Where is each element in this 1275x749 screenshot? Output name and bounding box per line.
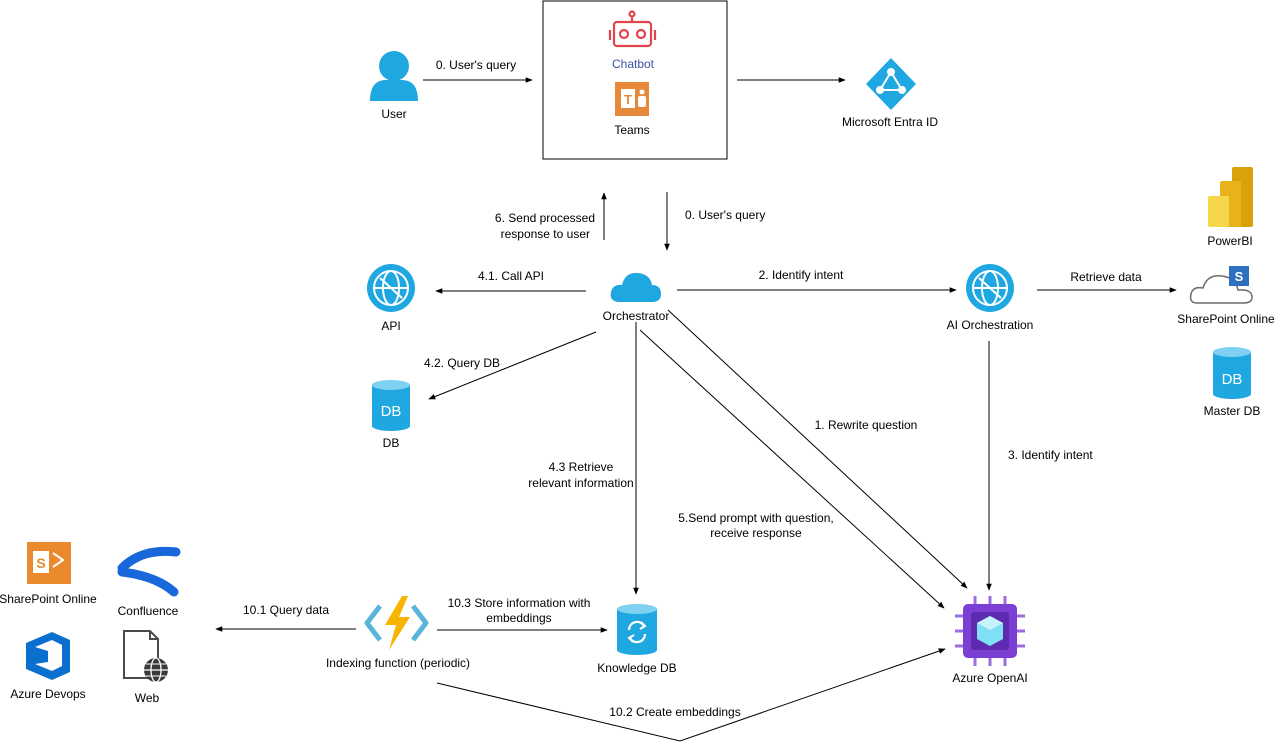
user-icon [370,51,418,101]
sharepoint-icon: S [27,542,71,584]
azure-devops-node: Azure Devops [10,632,86,701]
indexing-node: Indexing function (periodic) [326,596,470,670]
edge-indexing-to-openai [436,648,946,742]
cloud-icon [610,272,661,302]
edge-send-prompt [639,329,945,609]
svg-text:S: S [36,555,45,571]
api-node: API [367,264,415,333]
powerbi-label: PowerBI [1207,234,1252,248]
master-db-label: Master DB [1204,404,1261,418]
api-label: API [381,319,400,333]
azure-openai-chip-icon [955,596,1025,666]
ai-orchestration-label: AI Orchestration [947,318,1034,332]
confluence-label: Confluence [118,604,179,618]
teams-label: Teams [614,123,649,137]
sharepoint-cloud-icon: S [1189,266,1253,304]
svg-text:S: S [1235,269,1244,284]
edge-label-query-db: 4.2. Query DB [424,356,500,370]
globe-icon [367,264,415,312]
knowledge-db-node: Knowledge DB [597,604,677,675]
sharepoint-left-node: S SharePoint Online [0,542,97,606]
edge-label-store-info-1: 10.3 Store information with [448,596,591,610]
sharepoint-left-label: SharePoint Online [0,592,97,606]
edge-label-send-prompt-1: 5.Send prompt with question, [678,511,833,525]
edge-label-call-api: 4.1. Call API [478,269,544,283]
teams-node: T Teams [614,82,650,137]
knowledge-db-label: Knowledge DB [597,661,676,675]
globe-icon [966,264,1014,312]
db-node: DB DB [372,380,410,450]
sharepoint-right-label: SharePoint Online [1177,312,1275,326]
db-icon-text: DB [381,403,402,420]
orchestrator-node: Orchestrator [603,272,670,323]
azure-functions-icon [364,596,429,650]
database-icon: DB [372,380,410,431]
powerbi-node: PowerBI [1207,167,1253,248]
edge-label-identify-intent-openai: 3. Identify intent [1008,448,1093,462]
edge-label-send-processed-1: 6. Send processed [495,211,595,225]
edge-label-identify-intent: 2. Identify intent [759,268,844,282]
web-page-icon [123,630,168,683]
entra-label: Microsoft Entra ID [842,115,938,129]
entra-id-icon [866,58,916,110]
edge-label-query-data: 10.1 Query data [243,603,329,617]
edge-label-user-query-orchestrator: 0. User's query [685,208,765,222]
azure-devops-label: Azure Devops [10,687,85,701]
edge-label-rewrite-question: 1. Rewrite question [815,418,918,432]
powerbi-icon [1208,167,1253,227]
database-icon: DB [1213,347,1251,399]
azure-devops-icon [26,632,70,680]
user-label: User [381,107,406,121]
indexing-label: Indexing function (periodic) [326,656,470,670]
edge-rewrite-question [667,309,968,589]
confluence-node: Confluence [117,546,181,618]
chatbot-label: Chatbot [612,57,655,71]
edge-labels: 0. User's query 0. User's query 6. Send … [243,58,1142,719]
entra-node: Microsoft Entra ID [842,58,938,129]
edge-label-send-prompt-2: receive response [710,526,802,540]
edge-orchestrator-to-db [428,331,597,400]
sharepoint-right-node: S SharePoint Online [1177,266,1275,326]
chatbot-node: Chatbot [608,10,657,71]
confluence-icon [117,546,181,597]
edge-label-retrieve-info-1: 4.3 Retrieve [549,460,614,474]
edge-label-user-query: 0. User's query [436,58,516,72]
web-node: Web [123,630,168,705]
knowledge-database-icon [617,604,657,655]
svg-text:T: T [624,92,632,107]
user-node: User [370,51,418,121]
edge-label-store-info-2: embeddings [486,611,551,625]
robot-icon [608,10,657,48]
master-db-node: DB Master DB [1204,347,1261,418]
orchestrator-label: Orchestrator [603,309,670,323]
edge-label-retrieve-data-text: Retrieve data [1070,270,1142,284]
edges [215,77,1177,742]
edge-label-retrieve-info-2: relevant information [528,476,633,490]
db-label: DB [383,436,400,450]
teams-icon: T [615,82,649,116]
edge-label-send-processed-2: response to user [501,227,590,241]
edge-label-create-embeddings: 10.2 Create embeddings [609,705,740,719]
azure-openai-label: Azure OpenAI [952,671,1027,685]
azure-openai-node: Azure OpenAI [952,596,1028,685]
web-label: Web [135,691,160,705]
master-db-icon-text: DB [1222,371,1243,388]
channel-container [542,0,728,160]
ai-orchestration-node: AI Orchestration [947,264,1034,332]
